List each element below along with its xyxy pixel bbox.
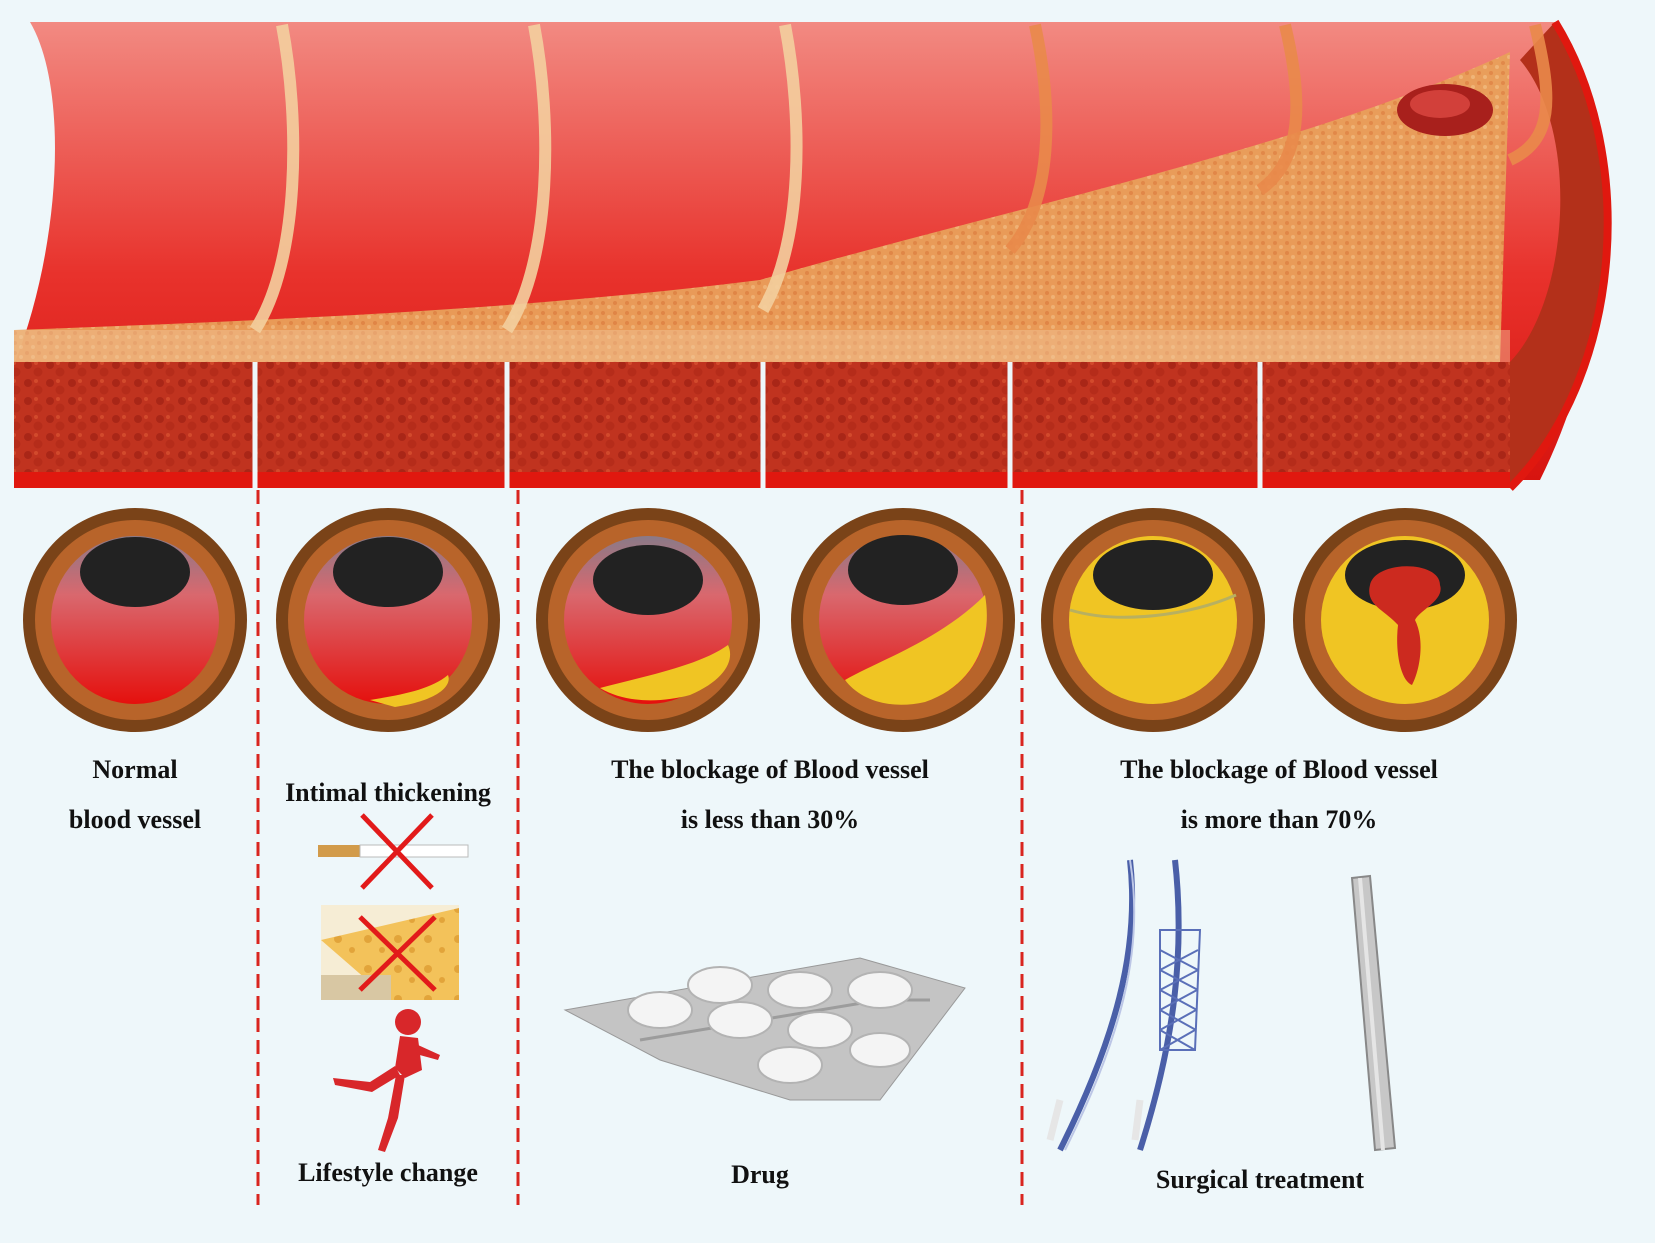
graft-tube-icon — [1350, 874, 1397, 1152]
label-less30-line1: The blockage of Blood vessel — [611, 755, 929, 784]
label-more70-line1: The blockage of Blood vessel — [1120, 755, 1438, 784]
stent-icon — [1046, 859, 1202, 1152]
cheese-icon — [321, 905, 459, 1000]
cross-section-normal — [23, 508, 247, 732]
plaque-large — [845, 595, 987, 705]
cross-section-intimal — [276, 508, 500, 732]
plaque-medium — [600, 645, 731, 701]
label-less30-line2: is less than 30% — [680, 805, 860, 834]
cross-section-thrombus — [1293, 508, 1517, 732]
cross-section-blockage-a — [536, 508, 760, 732]
longitudinal-vessel — [14, 19, 1612, 491]
label-normal-line1: Normal — [92, 755, 178, 784]
label-lifestyle-change: Lifestyle change — [298, 1158, 478, 1187]
label-normal-line2: blood vessel — [68, 805, 202, 834]
longitudinal-plaque — [14, 52, 1510, 362]
label-normal-vessel: Normal blood vessel — [10, 745, 260, 845]
label-drug: Drug — [731, 1160, 789, 1189]
cigarette-icon — [318, 813, 469, 890]
label-blockage-less-30: The blockage of Blood vessel is less tha… — [520, 745, 1020, 845]
label-intimal-thickening: Intimal thickening — [258, 768, 518, 818]
plaque-small — [370, 675, 449, 707]
pill-blister-icon — [563, 957, 966, 1101]
cross-section-severe — [1041, 508, 1265, 732]
label-blockage-more-70: The blockage of Blood vessel is more tha… — [1024, 745, 1534, 845]
label-more70-line2: is more than 70% — [1180, 805, 1378, 834]
label-surgical-treatment: Surgical treatment — [1155, 1165, 1365, 1194]
thrombus — [1369, 566, 1441, 685]
running-person-icon — [333, 1009, 440, 1152]
stent-mesh — [1159, 929, 1202, 1051]
cross-section-blockage-b — [791, 508, 1015, 732]
stage-dividers — [256, 490, 1024, 1205]
label-intimal-line1: Intimal thickening — [285, 778, 491, 807]
